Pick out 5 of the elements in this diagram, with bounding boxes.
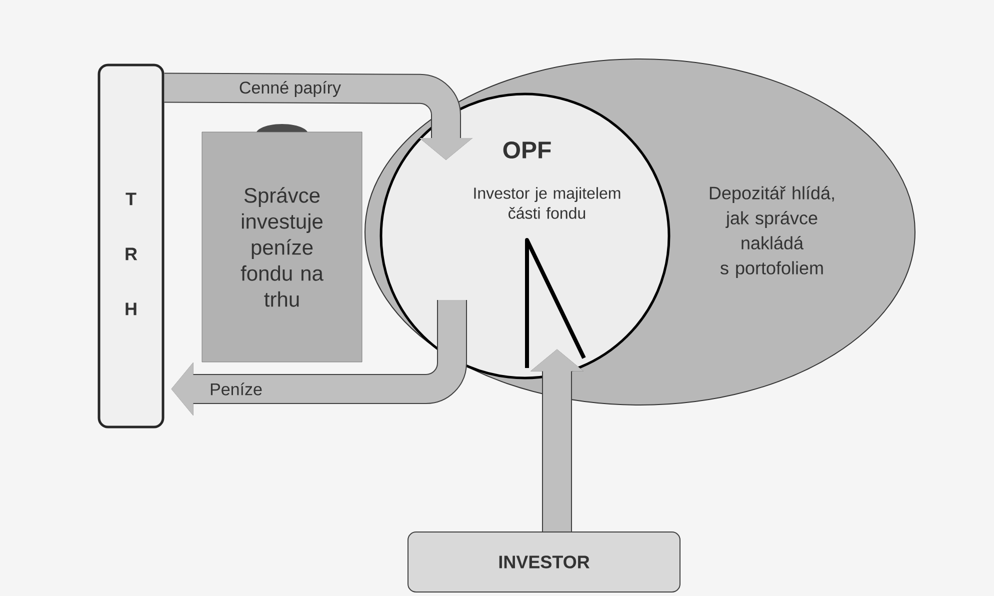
edge-label: Cenné papíry — [238, 80, 342, 98]
manager-box: Správce investuje peníze fondu na trhu — [202, 124, 362, 362]
investor-box: INVESTOR — [408, 532, 680, 592]
market-box: T R H — [98, 64, 164, 428]
edge-label: Peníze — [208, 382, 264, 396]
